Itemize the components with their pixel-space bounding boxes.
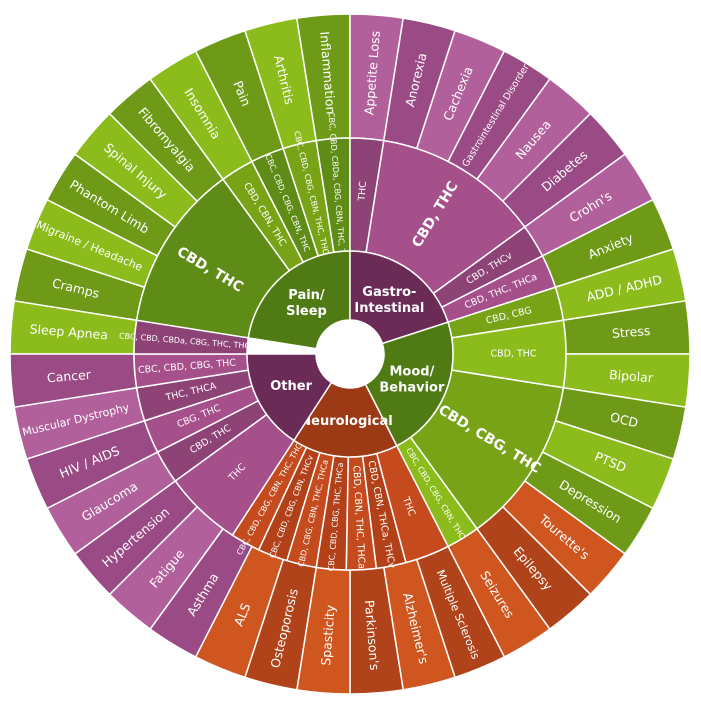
condition-label-spasticity: Spasticity: [318, 604, 338, 667]
category-label-mood-behavior: Mood/Behavior: [379, 365, 445, 396]
condition-label-ocd: OCD: [609, 409, 640, 430]
compound-label-16: CBD, CBN, THC, THCa: [350, 465, 366, 569]
condition-label-sleep-apnea: Sleep Apnea: [29, 321, 108, 342]
condition-label-appetite-loss: Appetite Loss: [361, 30, 383, 115]
condition-label-stress: Stress: [611, 323, 650, 341]
condition-label-cancer: Cancer: [46, 367, 92, 385]
category-ring: Pain/Sleep Gastro-IntestinalMood/Behavior…: [246, 250, 454, 458]
condition-label-bipolar: Bipolar: [609, 367, 655, 385]
condition-label-parkinson-s: Parkinson's: [362, 599, 382, 670]
center-hole: [316, 320, 384, 388]
compound-label-11: CBD, THC: [490, 349, 536, 360]
category-label-gastro-intestinal: Gastro-Intestinal: [354, 285, 424, 316]
category-label-pain-sleep: Pain/Sleep: [286, 288, 327, 319]
category-label-other: Other: [270, 379, 312, 394]
compound-label-6: THC: [356, 180, 369, 202]
condition-label-inflammation: Inflammation: [317, 31, 338, 115]
category-label-neurological: Neurological: [300, 414, 392, 429]
